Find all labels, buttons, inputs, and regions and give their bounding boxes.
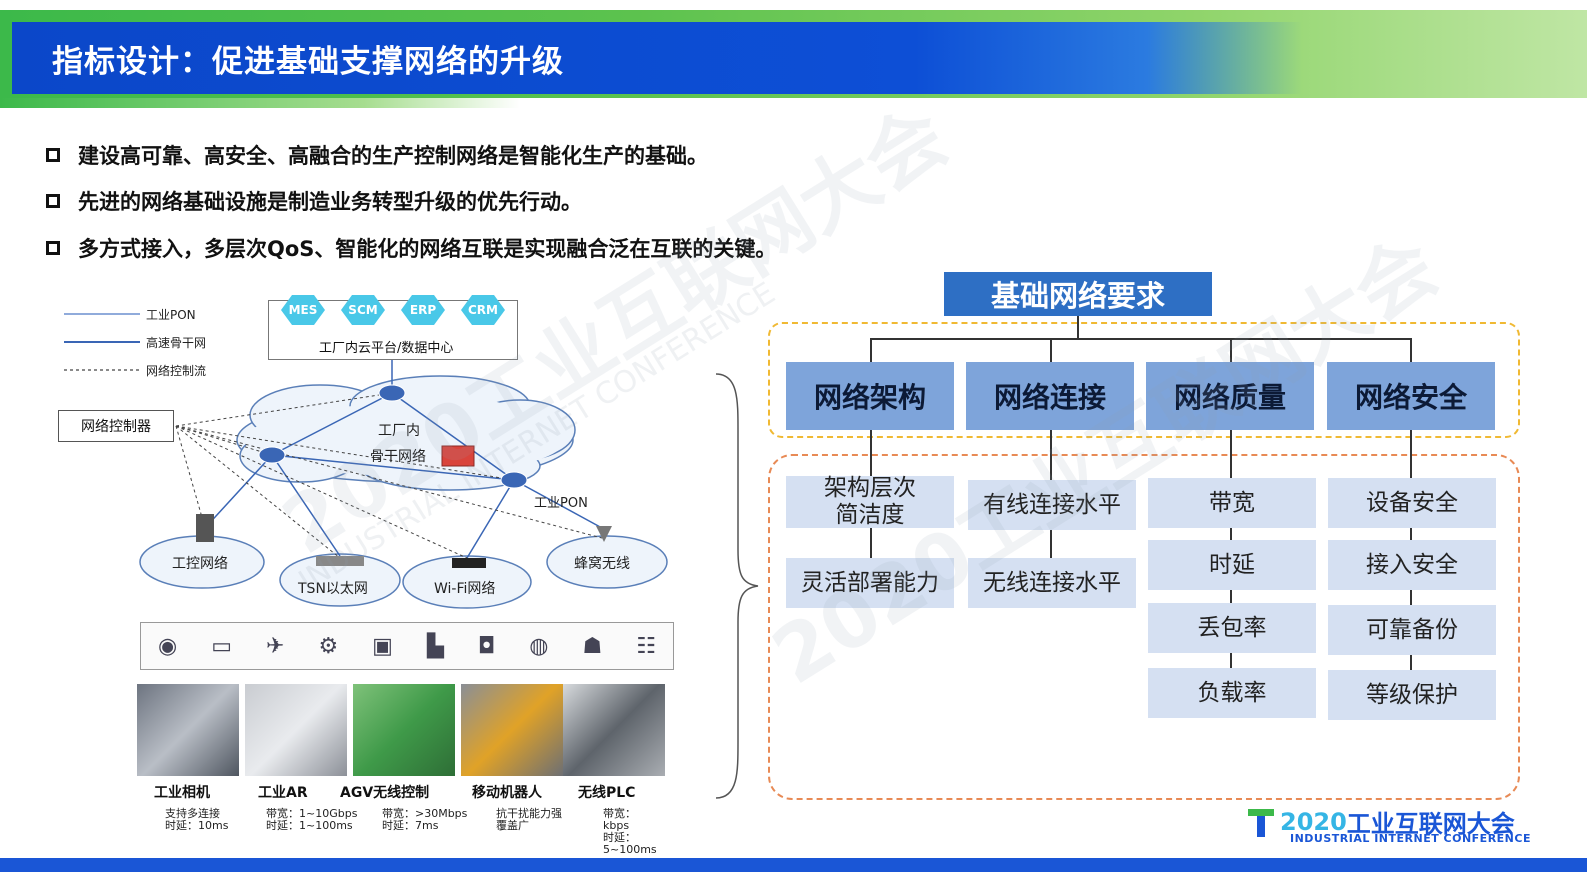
requirement-item: 带宽 [1148, 478, 1316, 528]
scenario-name: AGV无线控制 [340, 785, 430, 801]
requirement-item: 负载率 [1148, 668, 1316, 718]
subnet-label: Wi-Fi网络 [434, 581, 496, 597]
workers-icon: ☗ [582, 633, 603, 659]
conveyor-icon: ☷ [636, 633, 656, 659]
bullet-item: 先进的网络基础设施是制造业务转型升级的优先行动。 [46, 186, 582, 216]
network-controller-box: 网络控制器 [58, 410, 174, 442]
scenario-spec: 抗干扰能力强 覆盖广 [496, 807, 562, 832]
scenario-spec: 支持多连接 时延：10ms [165, 807, 229, 832]
requirement-item: 可靠备份 [1328, 605, 1496, 655]
subnet-label: TSN以太网 [298, 581, 368, 597]
bullet-text: 先进的网络基础设施是制造业务转型升级的优先行动。 [78, 190, 582, 214]
mobile-robot-photo [461, 684, 563, 776]
items-group-frame [768, 454, 1520, 800]
bullet-item: 建设高可靠、高安全、高融合的生产控制网络是智能化生产的基础。 [46, 140, 708, 170]
legend-label: 高速骨干网 [146, 336, 207, 350]
requirement-item: 设备安全 [1328, 478, 1496, 528]
bullet-text: 多方式接入，多层次QoS、智能化的网络互联是实现融合泛在互联的关键。 [78, 237, 777, 261]
requirement-item: 架构层次 简洁度 [786, 475, 954, 528]
engine-icon: ▣ [372, 633, 393, 659]
logo-en: INDUSTRIAL INTERNET CONFERENCE [1290, 832, 1531, 845]
legend-label: 网络控制流 [146, 364, 207, 378]
category-quality: 网络质量 [1146, 362, 1314, 430]
checkbox-icon [46, 241, 60, 255]
app-hex: MES [281, 295, 325, 325]
checkbox-icon [46, 148, 60, 162]
cloud-platform-label: 工厂内云平台/数据中心 [319, 341, 454, 356]
requirements-title: 基础网络要求 [944, 272, 1212, 316]
requirement-item: 接入安全 [1328, 540, 1496, 590]
app-hex: CRM [461, 295, 505, 325]
backbone-label: 骨干网络 [370, 449, 426, 465]
industrial-ar-photo [245, 684, 347, 776]
app-hex: SCM [341, 295, 385, 325]
footer-bar [0, 858, 1587, 872]
device-strip: ◉ ▭ ✈ ⚙ ▣ ▙ ◘ ◍ ☗ ☷ [140, 622, 674, 670]
logo-year: 2020 [1280, 807, 1347, 836]
industrial-camera-photo [137, 684, 239, 776]
app-hex: ERP [401, 295, 445, 325]
scenario-name: 无线PLC [578, 785, 636, 801]
category-security: 网络安全 [1327, 362, 1495, 430]
header-stripe [0, 98, 520, 108]
requirement-item: 有线连接水平 [968, 480, 1136, 530]
connector-line [870, 338, 1412, 340]
logo-mark-icon [1248, 807, 1274, 837]
requirement-item: 灵活部署能力 [786, 558, 954, 608]
connector-line [1050, 338, 1052, 362]
wireless-plc-photo [563, 684, 665, 776]
connector-line [870, 338, 872, 362]
requirement-item: 时延 [1148, 540, 1316, 590]
category-group-frame [768, 322, 1520, 438]
bullet-text: 建设高可靠、高安全、高融合的生产控制网络是智能化生产的基础。 [78, 144, 708, 168]
pon-label: 工业PON [534, 496, 588, 511]
connector-line [1077, 316, 1079, 338]
forklift-icon: ▙ [426, 633, 444, 659]
scenario-name: 工业相机 [154, 785, 210, 801]
logo-cn: 工业互联网大会 [1346, 810, 1515, 838]
bullet-item: 多方式接入，多层次QoS、智能化的网络互联是实现融合泛在互联的关键。 [46, 233, 776, 263]
curly-brace [715, 373, 759, 799]
robot-arm-icon: ⚙ [318, 633, 339, 659]
scenario-name: 工业AR [258, 785, 308, 801]
scenario-spec: 带宽： kbps 时延： 5~100ms [603, 807, 657, 856]
subnet-label: 蜂窝无线 [574, 556, 630, 572]
category-connection: 网络连接 [966, 362, 1134, 430]
connector-line [1410, 338, 1412, 362]
page-title: 指标设计：促进基础支撑网络的升级 [52, 44, 564, 80]
requirement-item: 丢包率 [1148, 603, 1316, 653]
scenario-spec: 带宽：1~10Gbps 时延：1~100ms [266, 807, 358, 832]
header-blue-band [12, 22, 1302, 94]
checkbox-icon [46, 194, 60, 208]
legend-label: 工业PON [146, 308, 196, 322]
cloud-platform-box: MES SCM ERP CRM 工厂内云平台/数据中心 [268, 295, 518, 360]
printer-icon: ▭ [211, 633, 232, 659]
scenario-name: 移动机器人 [472, 785, 542, 801]
subnet-label: 工控网络 [172, 556, 228, 572]
requirement-item: 等级保护 [1328, 670, 1496, 720]
category-architecture: 网络架构 [786, 362, 954, 430]
connector-line [1230, 338, 1232, 362]
camera-icon: ◘ [477, 633, 496, 659]
backbone-label: 工厂内 [378, 423, 420, 439]
scenario-spec: 带宽：>30Mbps 时延：7ms [382, 807, 468, 832]
network-diagram-lines [64, 313, 668, 609]
requirement-item: 无线连接水平 [968, 558, 1136, 608]
drone-icon: ✈ [266, 633, 285, 659]
agv-photo [353, 684, 455, 776]
flowmeter-icon: ◉ [158, 633, 178, 659]
conference-logo: 2020 工业互联网大会 [1248, 804, 1515, 839]
meter-icon: ◍ [529, 633, 549, 659]
